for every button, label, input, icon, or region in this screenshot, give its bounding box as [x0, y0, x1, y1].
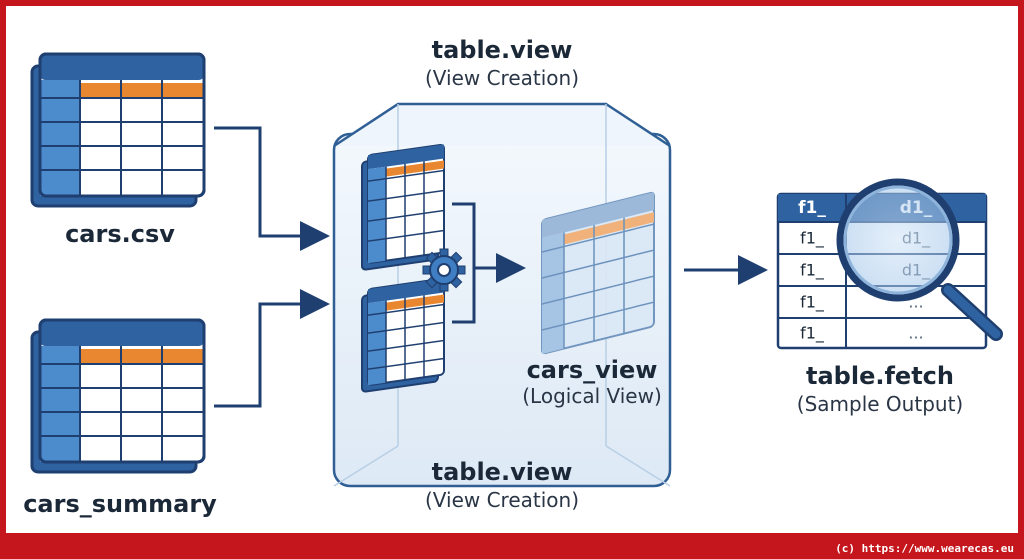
logical-view-table — [541, 191, 655, 355]
connector-arrow-csv — [214, 126, 330, 251]
copyright-footer: (c) https://www.wearecas.eu — [835, 542, 1014, 555]
diagram-frame: f1_d1_f1_d1_f1_d1_f1_...f1_... table.vie… — [6, 6, 1018, 533]
logical-view-subtitle: (Logical View) — [522, 384, 662, 408]
merge-bracket — [452, 202, 476, 324]
view-bottom-subtitle: (View Creation) — [424, 488, 580, 512]
fetch-title: table.fetch — [806, 362, 954, 390]
fetch-cell: f1_ — [800, 293, 825, 313]
source-label-cars-csv: cars.csv — [65, 220, 175, 248]
fetch-header-cell: f1_ — [798, 198, 826, 218]
view-top-subtitle: (View Creation) — [424, 66, 580, 90]
fetch-cell: f1_ — [800, 324, 825, 344]
fetch-cell: f1_ — [800, 229, 825, 249]
fetch-subtitle: (Sample Output) — [796, 392, 964, 416]
logical-view-title: cars_view — [526, 356, 658, 384]
source-label-cars-summary: cars_summary — [23, 490, 217, 518]
view-top-title: table.view — [431, 36, 573, 64]
view-bottom-title: table.view — [431, 458, 573, 486]
inner-table-1 — [361, 143, 445, 271]
gear-icon — [422, 248, 466, 292]
fetch-cell: ... — [908, 324, 923, 343]
magnifier-icon — [836, 178, 1003, 341]
fetch-cell: f1_ — [800, 261, 825, 281]
source-table-cars-csv — [30, 52, 206, 208]
connector-arrow-summary — [214, 289, 330, 408]
source-table-cars-summary — [30, 318, 206, 474]
inner-table-2 — [361, 277, 445, 393]
diagram-canvas: f1_d1_f1_d1_f1_d1_f1_...f1_... — [30, 52, 1003, 488]
